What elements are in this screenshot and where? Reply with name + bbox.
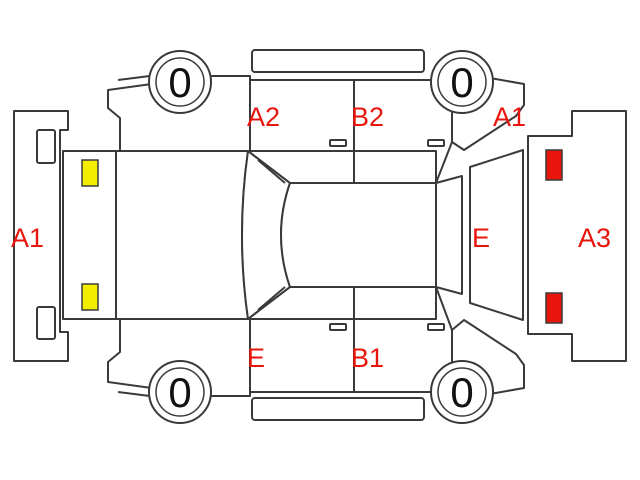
rear-right-lamp xyxy=(545,292,563,324)
wheel-bottom-right: 0 xyxy=(430,360,494,424)
code-rear-bumper: A3 xyxy=(578,223,611,253)
front-section xyxy=(62,150,117,320)
tire-value-top-left: 0 xyxy=(168,59,191,106)
code-top-rear-door: B2 xyxy=(351,102,384,132)
front-left-lamp xyxy=(81,159,99,187)
rear-window xyxy=(469,149,524,321)
top-side-profile xyxy=(107,49,525,184)
wheel-top-left: 0 xyxy=(148,50,212,114)
rear-left-lamp xyxy=(545,149,563,181)
code-rear-window: E xyxy=(472,223,490,253)
front-bumper xyxy=(13,110,69,362)
code-top-front-door: A2 xyxy=(247,102,280,132)
tire-value-bottom-left: 0 xyxy=(168,369,191,416)
code-bottom-rear-door: B1 xyxy=(351,343,384,373)
bottom-side-profile xyxy=(107,286,525,421)
front-right-lamp xyxy=(81,283,99,311)
rear-bumper xyxy=(527,110,627,362)
tire-value-top-right: 0 xyxy=(450,59,473,106)
wheel-top-right: 0 xyxy=(430,50,494,114)
code-front-bumper: A1 xyxy=(11,223,44,253)
damage-codes: A1 A2 B2 A1 E A3 E B1 xyxy=(11,102,611,373)
tire-value-bottom-right: 0 xyxy=(450,369,473,416)
code-bottom-front-door: E xyxy=(247,343,265,373)
cabin-top xyxy=(115,150,463,320)
wheel-bottom-left: 0 xyxy=(148,360,212,424)
code-top-rear-fender: A1 xyxy=(493,102,526,132)
